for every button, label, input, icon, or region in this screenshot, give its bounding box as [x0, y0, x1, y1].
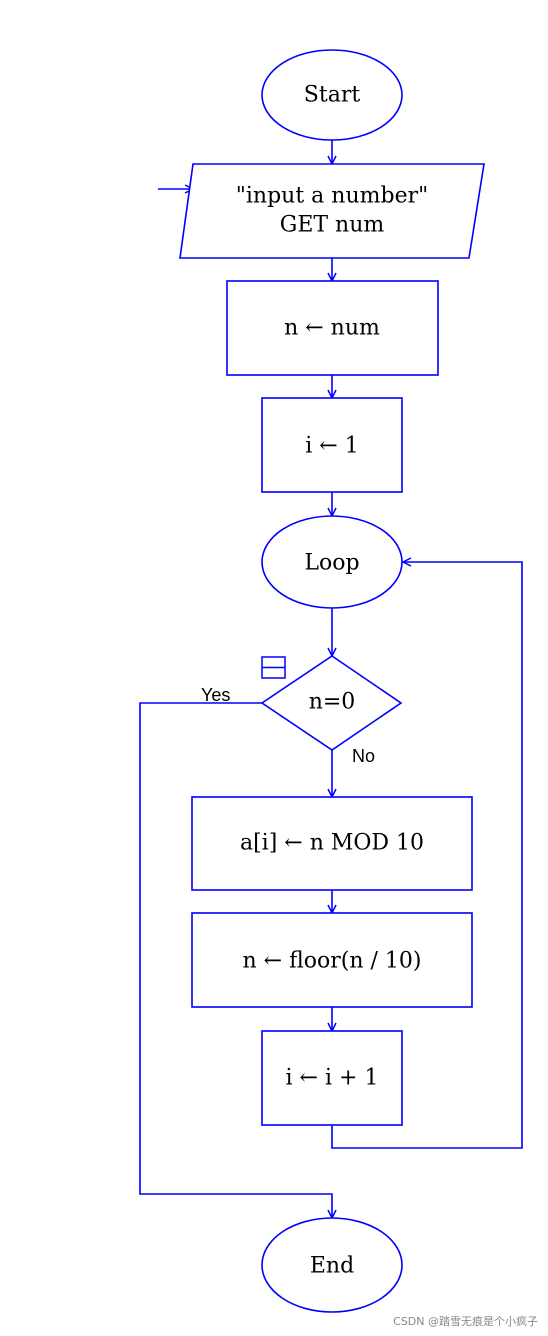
assign-n-label: n ← num [284, 316, 380, 341]
no-label: No [352, 746, 375, 766]
input-node [179, 163, 485, 259]
divide-node [191, 912, 473, 1008]
start-node [261, 49, 403, 141]
watermark: CSDN @踏雪无痕是个小疯子 [393, 1314, 538, 1328]
decision-node [260, 655, 403, 751]
divide-label: n ← floor(n / 10) [243, 949, 422, 974]
yes-label: Yes [201, 685, 230, 705]
loop-label: Loop [304, 551, 359, 576]
edge-loop-back [331, 557, 523, 1149]
collapse-icon[interactable] [261, 656, 286, 679]
assign-n-node [226, 280, 439, 376]
increment-node [261, 1030, 403, 1126]
start-label: Start [304, 83, 361, 108]
end-label: End [310, 1254, 354, 1279]
assign-i-node [261, 397, 403, 493]
loop-node [261, 515, 403, 609]
input-label-line2: GET num [280, 213, 385, 238]
digit-label: a[i] ← n MOD 10 [240, 831, 424, 856]
digit-node [191, 796, 473, 891]
increment-label: i ← i + 1 [286, 1066, 379, 1091]
decision-label: n=0 [309, 690, 356, 715]
input-label-line1: "input a number" [236, 184, 428, 209]
end-node [261, 1217, 403, 1313]
assign-i-label: i ← 1 [305, 434, 358, 459]
edge-yes-branch [139, 702, 337, 1220]
